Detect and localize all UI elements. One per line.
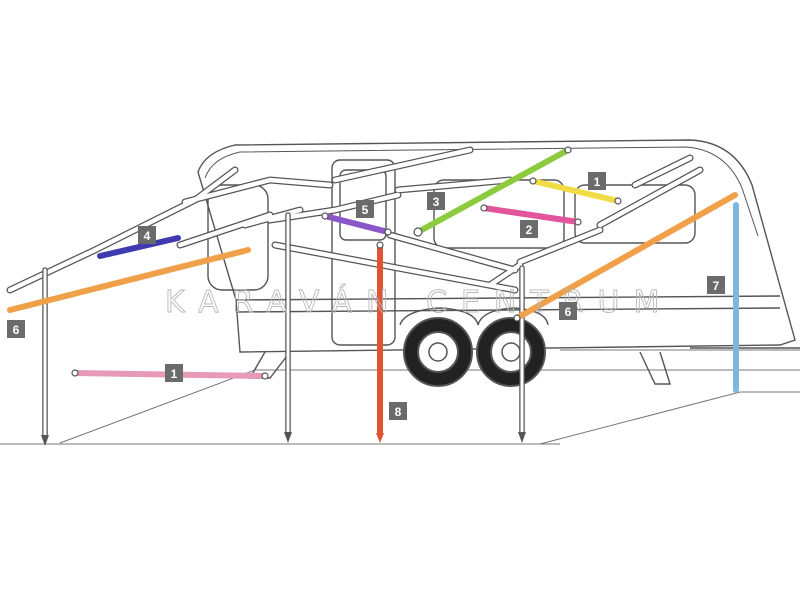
badge-part-2: 2 bbox=[520, 220, 538, 238]
part-3-green-bar bbox=[415, 147, 571, 235]
badge-part-7: 7 bbox=[707, 276, 725, 294]
badge-part-3: 3 bbox=[427, 192, 445, 210]
ground-lines bbox=[0, 349, 800, 445]
svg-text:1: 1 bbox=[594, 175, 601, 189]
svg-text:4: 4 bbox=[144, 229, 151, 243]
svg-text:6: 6 bbox=[565, 305, 572, 319]
pole-end-caps bbox=[71, 146, 622, 380]
badge-part-6-right: 6 bbox=[559, 302, 577, 320]
part-4-indigo-bar bbox=[97, 235, 181, 259]
svg-text:6: 6 bbox=[13, 323, 20, 337]
door-window bbox=[339, 169, 387, 241]
colored-parts bbox=[7, 147, 739, 443]
leg-spikes bbox=[41, 432, 526, 446]
front-wheel bbox=[403, 317, 473, 387]
grey-frame-poles-inner bbox=[7, 147, 703, 293]
part-6-orange-rafter-left bbox=[7, 247, 251, 313]
part-5-purple-bar bbox=[322, 213, 391, 235]
svg-text:7: 7 bbox=[713, 279, 720, 293]
badge-part-1-yellow: 1 bbox=[588, 172, 606, 190]
badge-part-1-pink: 1 bbox=[165, 364, 183, 382]
svg-text:1: 1 bbox=[171, 367, 178, 381]
badge-part-4: 4 bbox=[138, 226, 156, 244]
part-1-yellow-bar bbox=[530, 178, 621, 204]
svg-text:8: 8 bbox=[395, 405, 402, 419]
badge-part-6-left: 6 bbox=[7, 320, 25, 338]
part-number-badges: 1 1 2 3 4 5 6 6 bbox=[7, 172, 725, 420]
part-8-red-leg-spike bbox=[376, 433, 384, 443]
svg-text:2: 2 bbox=[526, 223, 533, 237]
caravan-wheels bbox=[399, 307, 549, 387]
watermark-text: KARAVÁN CENTRUM bbox=[165, 284, 673, 320]
badge-part-5: 5 bbox=[356, 200, 374, 218]
rear-wheel bbox=[476, 317, 546, 387]
upright-legs-inner bbox=[43, 213, 524, 437]
svg-text:5: 5 bbox=[362, 203, 369, 217]
svg-text:3: 3 bbox=[433, 195, 440, 209]
badge-part-8: 8 bbox=[389, 402, 407, 420]
part-6-orange-rafter-right bbox=[514, 192, 738, 321]
part-2-magenta-bar bbox=[481, 205, 581, 225]
